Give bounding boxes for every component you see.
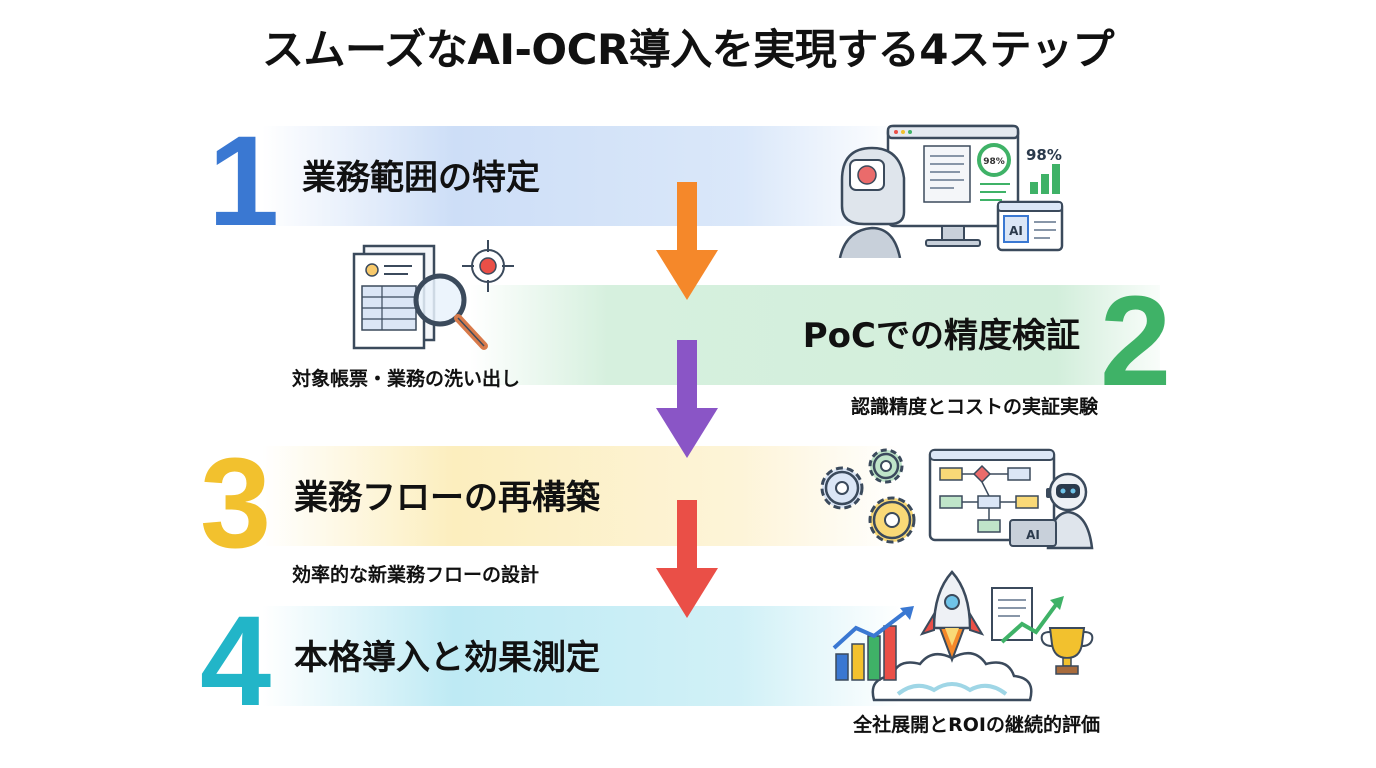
step-1-subtitle: 対象帳票・業務の洗い出し	[292, 368, 521, 390]
step-4-band	[262, 606, 902, 706]
trophy-icon	[991, 587, 1094, 675]
accuracy-percent-label: 98%	[1026, 146, 1062, 164]
target-icon	[462, 240, 514, 292]
document-magnifier-icon	[352, 244, 488, 350]
robot-laptop-ai-label: AI	[1026, 528, 1040, 542]
step-2-number: 2	[1100, 270, 1172, 413]
step-3-title: 業務フローの再構築	[294, 478, 600, 518]
arrow-down-red-icon	[656, 500, 718, 618]
growth-chart-icon	[832, 606, 914, 681]
ai-window-label: AI	[1009, 224, 1023, 238]
gears-icon	[820, 448, 916, 544]
flowchart-icon	[928, 448, 1056, 542]
step-1-number: 1	[208, 110, 280, 253]
robot-laptop-icon: AI	[1009, 472, 1094, 550]
accuracy-gauge-label: 98%	[983, 157, 1005, 167]
arrow-down-purple-icon	[656, 340, 718, 458]
arrow-down-orange-icon	[656, 182, 718, 300]
rocket-launch-icon	[871, 570, 1033, 702]
step-2-subtitle: 認識精度とコストの実証実験	[850, 396, 1098, 418]
step-2-title: PoCでの精度検証	[802, 316, 1080, 356]
page-title: スムーズなAI-OCR導入を実現する4ステップ	[261, 25, 1115, 74]
step-1-band	[262, 126, 902, 226]
step-3-band	[262, 446, 902, 546]
step-4-title: 本格導入と効果測定	[294, 638, 600, 678]
robot-ai-screen-icon: 98% 98% AI	[838, 124, 1064, 258]
step-4-number: 4	[200, 590, 272, 733]
step-1-title: 業務範囲の特定	[302, 158, 540, 198]
step-4-subtitle: 全社展開とROIの継続的評価	[853, 714, 1100, 736]
step-2-band	[470, 285, 1160, 385]
step-3-number: 3	[200, 432, 272, 575]
step-3-subtitle: 効率的な新業務フローの設計	[292, 564, 540, 586]
